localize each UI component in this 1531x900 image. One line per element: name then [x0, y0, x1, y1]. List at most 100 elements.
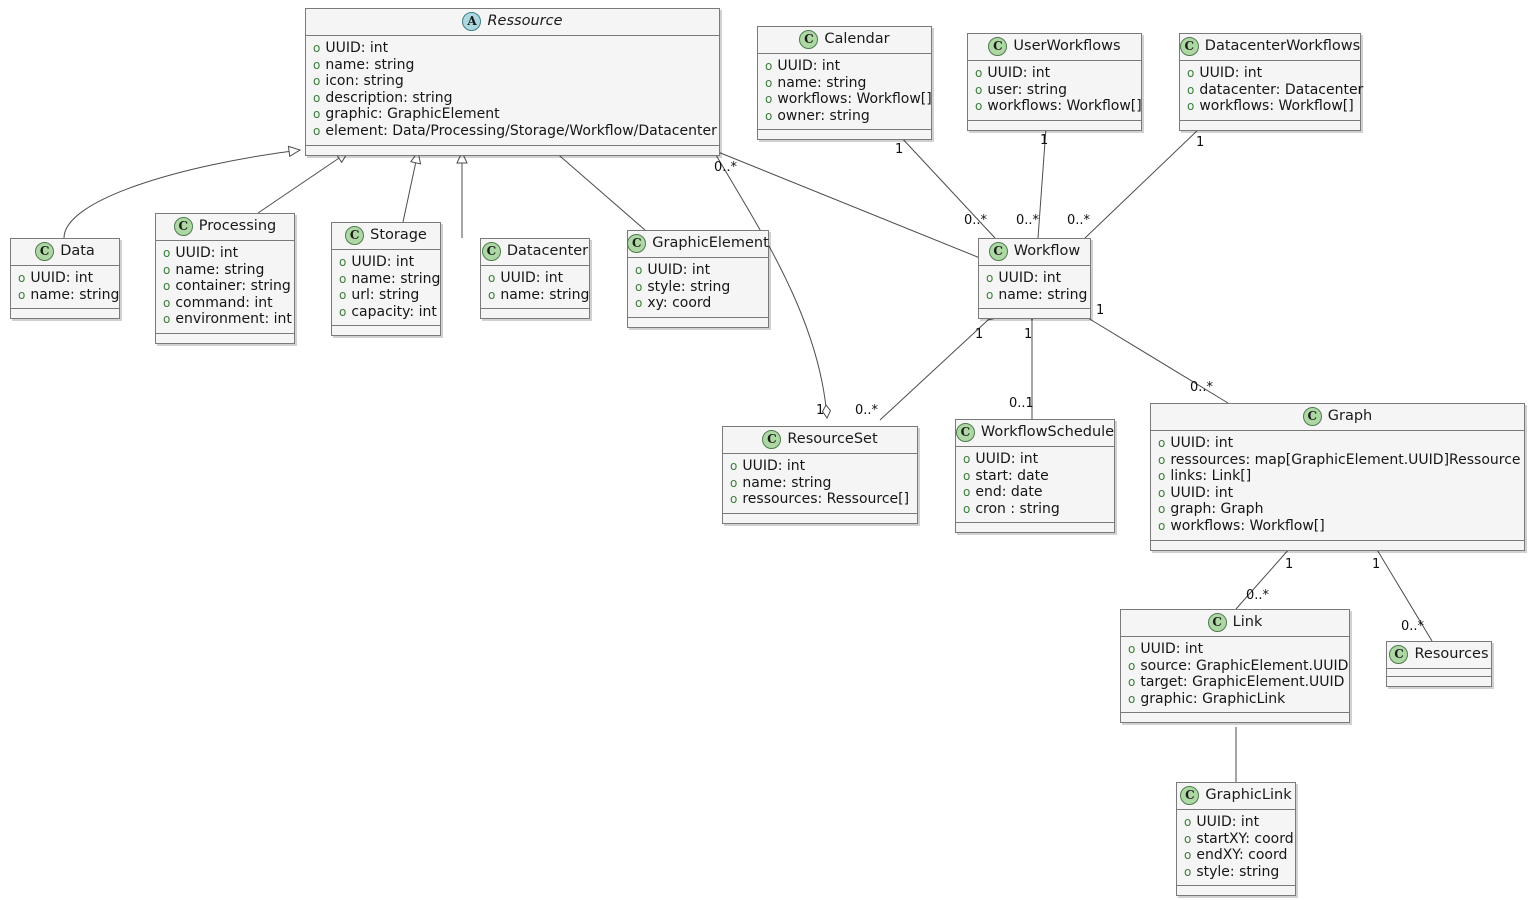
class-name-resources: Resources — [1414, 645, 1489, 662]
attribute-text: workflows: Workflow[] — [777, 91, 932, 108]
visibility-public-icon: o — [1158, 518, 1166, 533]
class-icon: C — [1180, 786, 1200, 805]
attribute-text: UUID: int — [647, 262, 711, 278]
class-name-workflow: Workflow — [1013, 242, 1081, 259]
attribute-text: description: string — [325, 89, 453, 106]
visibility-public-icon: o — [313, 90, 321, 105]
class-methods-graphiclink — [1177, 886, 1295, 896]
attribute-text: user: string — [987, 81, 1067, 98]
visibility-public-icon: o — [765, 92, 773, 107]
attribute-text: target: GraphicElement.UUID — [1140, 674, 1345, 691]
class-attributes-resources — [1387, 669, 1491, 677]
attribute-text: graph: Graph — [1170, 501, 1264, 518]
visibility-public-icon: o — [339, 288, 347, 303]
attribute-text: name: string — [351, 270, 441, 287]
visibility-public-icon: o — [963, 485, 971, 500]
class-name-resourceset: ResourceSet — [787, 430, 878, 447]
class-name-graph: Graph — [1327, 407, 1373, 424]
visibility-public-icon: o — [975, 66, 983, 80]
visibility-public-icon: o — [313, 123, 321, 138]
class-name-data: Data — [60, 242, 95, 259]
class-name-datacenter: Datacenter — [506, 242, 589, 259]
class-name-link: Link — [1232, 613, 1263, 630]
attribute-row: o workflows: Workflow[] — [765, 91, 932, 108]
visibility-public-icon: o — [730, 459, 738, 473]
attribute-text: name: string — [175, 261, 265, 278]
class-methods-datacenter — [481, 309, 589, 319]
class-icon: C — [988, 37, 1008, 56]
visibility-public-icon: o — [1128, 658, 1136, 673]
attribute-text: UUID: int — [500, 270, 564, 286]
attribute-text: owner: string — [777, 107, 870, 124]
visibility-public-icon: o — [1187, 99, 1195, 114]
visibility-public-icon: o — [963, 501, 971, 516]
multiplicity-label: 1 — [1040, 133, 1049, 148]
multiplicity-label: 0..* — [1401, 619, 1425, 634]
attribute-text: cron : string — [975, 500, 1060, 517]
visibility-public-icon: o — [163, 279, 171, 294]
visibility-public-icon: o — [963, 452, 971, 466]
class-icon: C — [1179, 37, 1199, 56]
class-name-userworkflows: UserWorkflows — [1013, 37, 1121, 54]
class-methods-graphicelement — [628, 317, 768, 327]
multiplicity-label: 0..* — [714, 160, 738, 175]
class-name-ressource: Ressource — [487, 12, 563, 29]
attribute-text: environment: int — [175, 311, 292, 328]
visibility-public-icon: o — [1128, 642, 1136, 656]
multiplicity-label: 1 — [895, 142, 904, 157]
multiplicity-label: 0..* — [1016, 213, 1040, 228]
multiplicity-label: 0..1 — [1009, 396, 1034, 411]
visibility-public-icon: o — [1184, 864, 1192, 879]
class-methods-workflow — [979, 309, 1090, 319]
visibility-public-icon: o — [1158, 485, 1166, 500]
visibility-public-icon: o — [163, 262, 171, 277]
attribute-text: graphic: GraphicLink — [1140, 690, 1286, 707]
visibility-public-icon: o — [339, 255, 347, 269]
class-name-datacenterworkflows: DatacenterWorkflows — [1204, 37, 1361, 54]
visibility-public-icon: o — [163, 312, 171, 327]
class-name-processing: Processing — [198, 217, 277, 234]
class-name-calendar: Calendar — [824, 30, 890, 47]
visibility-public-icon: o — [986, 271, 994, 285]
